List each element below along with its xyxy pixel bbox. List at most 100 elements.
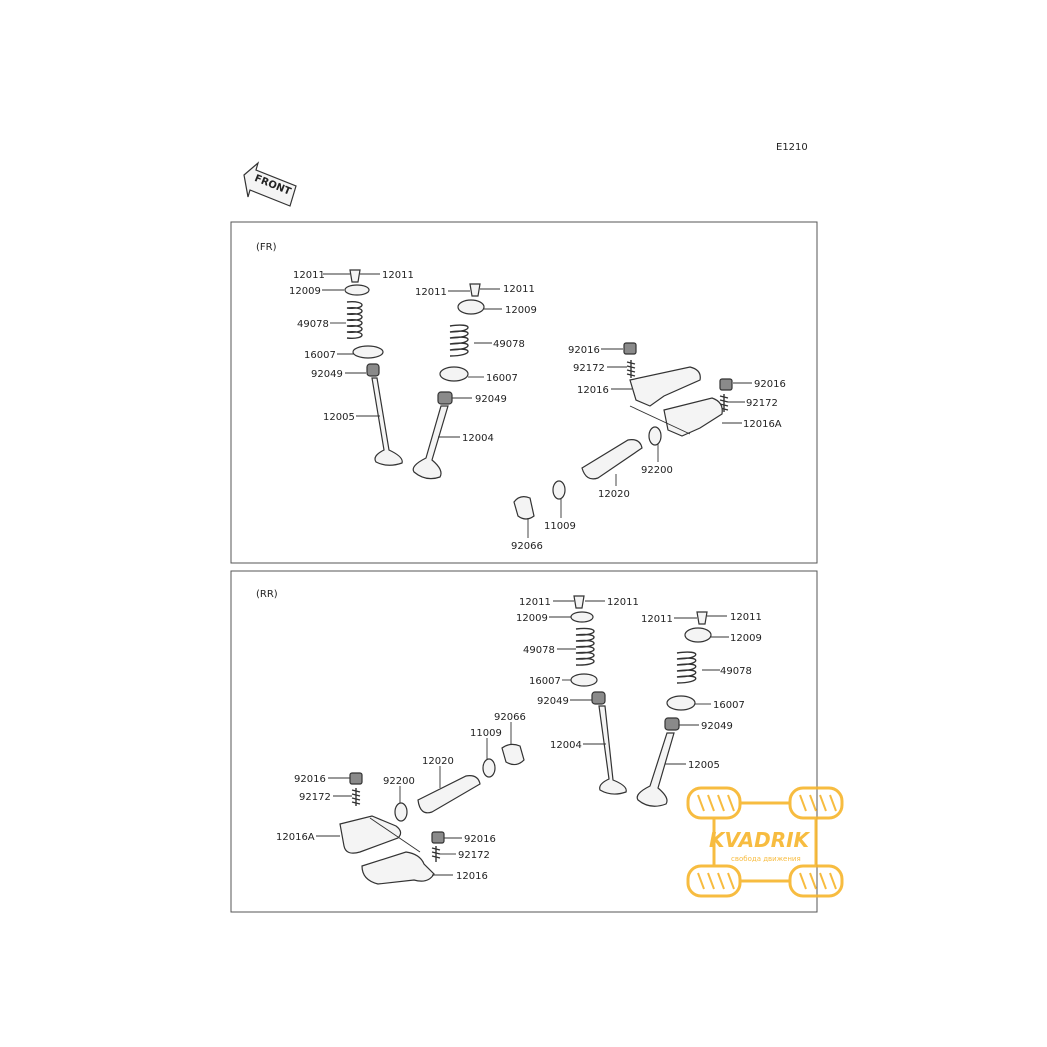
callout-rr-11009: 11009 [470,728,502,739]
fr-valve-spring-2 [449,324,469,357]
callout-fr-92049: 92049 [311,369,343,380]
callout-fr-16007-b: 16007 [486,373,518,384]
fr-adjuster-92172 [626,360,636,378]
section-fr-label: (FR) [256,242,277,253]
rr-spring-seat-2 [666,695,696,711]
fr-valve-retainer [344,284,370,296]
callout-rr-12016A: 12016A [276,832,315,843]
fr-rocker-assembly [513,342,733,520]
callout-rr-49078-b: 49078 [720,666,752,677]
rr-rocker-assembly [339,743,525,885]
callout-fr-92066: 92066 [511,541,543,552]
rr-stem-seal-2 [664,717,680,731]
callout-rr-92049-b: 92049 [701,721,733,732]
rr-rocker-shaft-12020 [417,775,481,814]
callout-fr-12016: 12016 [577,385,609,396]
section-fr-frame [230,221,818,564]
callout-fr-92016: 92016 [568,345,600,356]
callout-rr-12005: 12005 [688,760,720,771]
fr-exhaust-valve-assembly [344,269,403,466]
callout-rr-12009: 12009 [516,613,548,624]
logo-wordmark: KVADRIK [709,828,811,852]
callout-rr-12009-b: 12009 [730,633,762,644]
callout-rr-92016-b: 92016 [464,834,496,845]
rr-rocker-arm-12016A [339,815,402,854]
section-rr: (RR) [230,570,818,913]
fr-valve-12005 [371,377,403,466]
fr-spring-seat [352,345,384,359]
callout-fr-92172-b: 92172 [746,398,778,409]
rr-adjuster-92172-2 [431,846,441,862]
callout-rr-12011-c: 12011 [641,614,673,625]
rr-plug-92066 [501,743,525,766]
fr-oring-11009 [552,480,566,500]
callout-rr-92200: 92200 [383,776,415,787]
callout-rr-49078: 49078 [523,645,555,656]
rr-valve-12004 [598,705,627,795]
callout-fr-12009-b: 12009 [505,305,537,316]
callout-fr-92049-b: 92049 [475,394,507,405]
callout-rr-92016: 92016 [294,774,326,785]
callout-fr-49078: 49078 [297,319,329,330]
fr-nut-92016 [623,342,637,355]
callout-rr-12016: 12016 [456,871,488,882]
fr-valve-12004 [412,405,449,480]
fr-valve-cotter-2 [469,283,481,297]
callout-fr-92016-b: 92016 [754,379,786,390]
diagram-code: E1210 [776,142,808,153]
section-rr-label: (RR) [256,589,278,600]
callout-rr-12011-a: 12011 [519,597,551,608]
section-fr: (FR) [230,221,818,564]
fr-stem-seal [366,363,380,377]
rr-valve-spring [575,627,595,666]
callout-rr-16007-b: 16007 [713,700,745,711]
front-arrow-icon: FRONT [243,161,297,207]
fr-stem-seal-2 [437,391,453,405]
fr-nut-92016-2 [719,378,733,391]
rr-valve-cotter-2 [696,611,708,625]
callout-rr-92172-b: 92172 [458,850,490,861]
callout-rr-92172: 92172 [299,792,331,803]
callout-fr-12011-b: 12011 [382,270,414,281]
callout-fr-92172: 92172 [573,363,605,374]
callout-fr-16007: 16007 [304,350,336,361]
fr-rocker-arm-12016 [629,366,701,407]
section-rr-frame [230,570,818,913]
fr-valve-cotter [349,269,361,283]
callout-fr-12009: 12009 [289,286,321,297]
rr-rocker-arm-12016 [361,851,435,885]
fr-adjuster-92172-2 [719,394,729,412]
rr-valve-retainer [570,611,594,623]
rr-valve-spring-2 [676,651,697,684]
fr-callouts: 12011 12011 12009 49078 16007 92049 1200… [289,270,786,552]
callout-fr-12011-d: 12011 [503,284,535,295]
rr-oring-11009 [482,758,496,778]
fr-plug-92066 [513,496,535,520]
kvadrik-logo: KVADRIK свобода движения [686,786,844,898]
callout-fr-12016A: 12016A [743,419,782,430]
fr-rocker-arm-12016A [663,397,723,437]
rr-intake-valve-assembly [570,595,627,795]
fr-valve-spring [346,301,363,339]
callout-fr-12004: 12004 [462,433,494,444]
callout-rr-92066: 92066 [494,712,526,723]
fr-washer-92200 [648,426,662,446]
rr-valve-retainer-2 [684,627,712,643]
rr-washer-92200 [394,802,408,822]
callout-fr-92200: 92200 [641,465,673,476]
callout-fr-12011-c: 12011 [415,287,447,298]
rr-valve-cotter [573,595,585,609]
callout-rr-16007: 16007 [529,676,561,687]
rr-exhaust-valve-assembly [636,611,712,807]
rr-stem-seal [591,691,606,705]
rr-nut-92016 [349,772,363,785]
logo-tagline: свобода движения [731,855,801,863]
callout-rr-12004: 12004 [550,740,582,751]
rr-valve-12005 [636,732,675,807]
rr-callouts: 12011 12011 12009 49078 16007 92049 1200… [276,597,762,882]
rr-adjuster-92172 [351,788,361,806]
fr-rocker-shaft-12020 [581,439,643,480]
callout-rr-12011-d: 12011 [730,612,762,623]
callout-rr-12020: 12020 [422,756,454,767]
callout-fr-12020: 12020 [598,489,630,500]
